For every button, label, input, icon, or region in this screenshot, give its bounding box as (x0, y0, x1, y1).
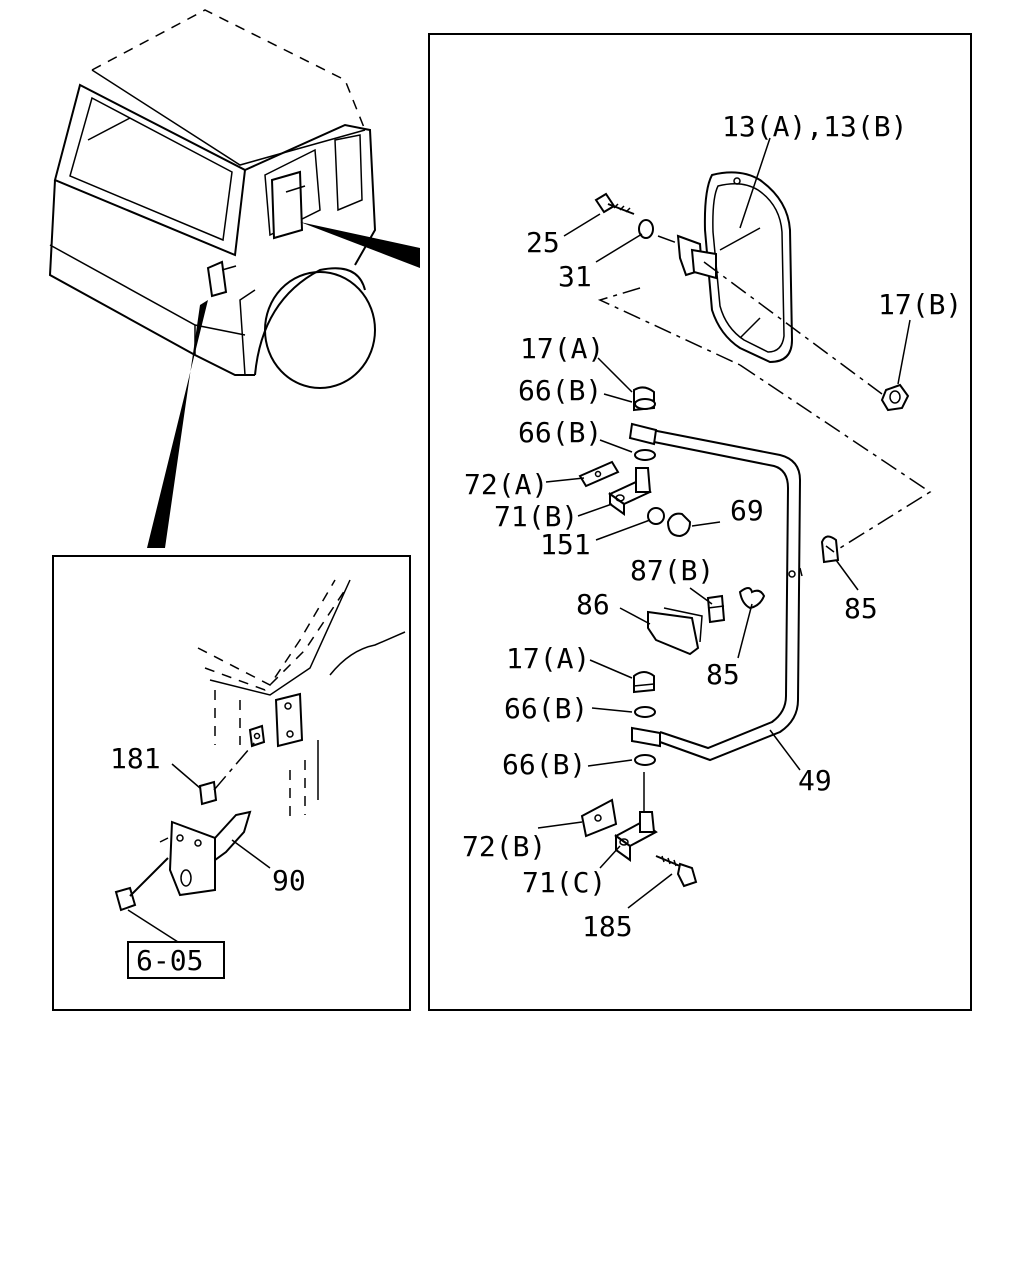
label-66b-1: 66(B) (518, 374, 602, 407)
label-13: 13(A),13(B) (722, 110, 907, 143)
part-181-clip-nut (198, 741, 256, 806)
part-86-marker-lamp (647, 607, 703, 656)
label-66b-3: 66(B) (504, 692, 588, 725)
part-69-cap (666, 512, 692, 538)
part-151-washer (647, 507, 665, 525)
part-185-bolt (655, 855, 698, 888)
main-frame (428, 33, 972, 1011)
label-17a-top: 17(A) (520, 332, 604, 365)
part-66b-washer-4 (634, 754, 656, 766)
part-85-right-clip (820, 535, 840, 564)
reference-box-label: 6-05 (136, 944, 203, 977)
part-13-mirror-head (676, 171, 794, 364)
label-90: 90 (272, 864, 306, 897)
part-71c-base (614, 772, 658, 862)
label-72a: 72(A) (464, 468, 548, 501)
label-85-right: 85 (844, 592, 878, 625)
inset-leaders (127, 763, 271, 943)
assembly-center-lines (597, 235, 932, 549)
part-72b-plate (580, 798, 618, 838)
label-17b: 17(B) (878, 288, 962, 321)
inset-cab-corner (197, 579, 406, 820)
main-leaders (537, 137, 911, 909)
part-17a-bottom-cap-nut (633, 671, 655, 694)
inset-frame (52, 555, 411, 1011)
part-17b-nut (880, 383, 910, 412)
part-71b-base (608, 467, 652, 516)
label-25: 25 (526, 226, 560, 259)
label-181: 181 (110, 742, 161, 775)
label-49: 49 (798, 764, 832, 797)
label-86: 86 (576, 588, 610, 621)
label-31: 31 (558, 260, 592, 293)
label-85-mid: 85 (706, 658, 740, 691)
bolt-6-05-bolt (114, 857, 169, 912)
label-151: 151 (540, 528, 591, 561)
label-87b: 87(B) (630, 554, 714, 587)
label-66b-4: 66(B) (502, 748, 586, 781)
part-85-mid-clip (738, 587, 766, 610)
truck-cab-overview (48, 9, 420, 548)
label-17a-bottom: 17(A) (506, 642, 590, 675)
label-71c: 71(C) (522, 866, 606, 899)
label-71b: 71(B) (494, 500, 578, 533)
part-66b-washer-3 (634, 706, 656, 718)
reference-box[interactable]: 6-05 (127, 941, 225, 979)
part-90-mirror-stay-bracket (159, 810, 252, 897)
label-72b: 72(B) (462, 830, 546, 863)
label-69: 69 (730, 494, 764, 527)
part-66b-washer-1 (634, 398, 656, 410)
part-49-mirror-stay (628, 422, 803, 762)
part-72a-plate (578, 460, 620, 488)
part-66b-washer-2 (634, 449, 656, 461)
part-87b-clip (706, 594, 726, 624)
label-185: 185 (582, 910, 633, 943)
label-66b-2: 66(B) (518, 416, 602, 449)
part-25-bolt (594, 192, 635, 215)
part-31-washer (638, 219, 654, 239)
